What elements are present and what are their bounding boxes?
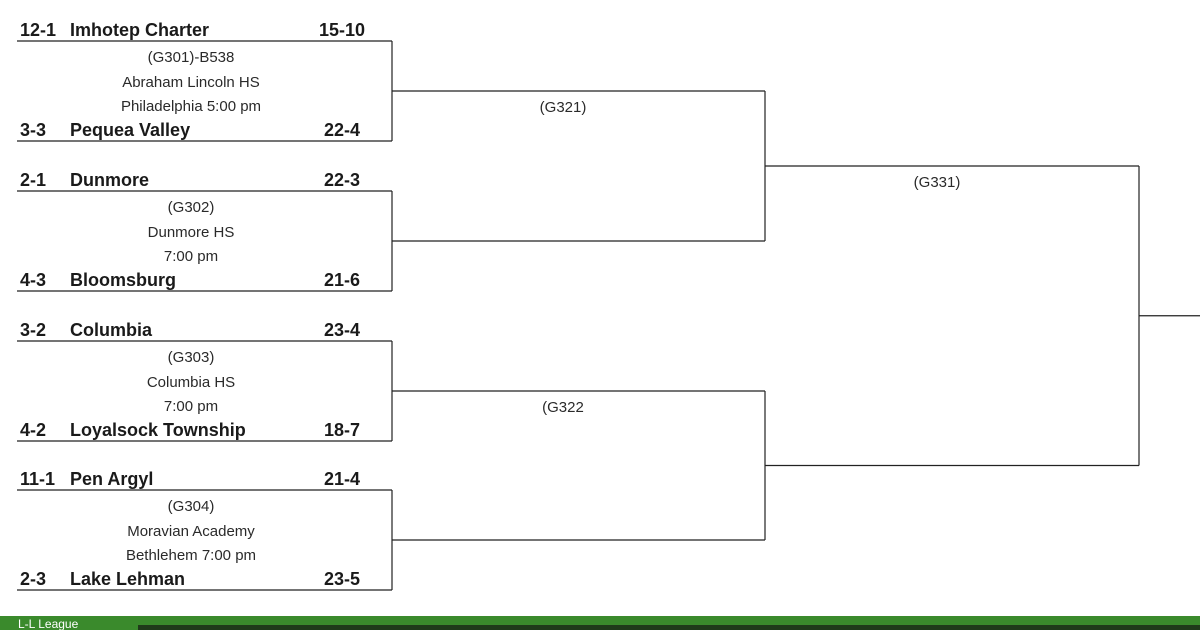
game-info-line: (G302) <box>168 199 215 216</box>
team-record: 18-7 <box>324 420 360 440</box>
final-game-label: (G331) <box>914 174 961 191</box>
bracket: 12-1 Imhotep Charter 15-10 (G301)-B538Abrah… <box>17 20 1200 591</box>
team-seed: 4-3 <box>20 270 46 290</box>
game-info-line: 7:00 pm <box>164 398 218 415</box>
team-record: 22-4 <box>324 120 360 140</box>
team-name: Pequea Valley <box>70 120 190 140</box>
team-seed: 4-2 <box>20 420 46 440</box>
game-info-line: 7:00 pm <box>164 248 218 265</box>
game-info-line: Bethlehem 7:00 pm <box>126 547 256 564</box>
team-name: Loyalsock Township <box>70 420 246 440</box>
team-seed: 3-2 <box>20 320 46 340</box>
game-info-line: Moravian Academy <box>127 523 255 540</box>
footer-bar <box>138 625 1200 630</box>
team-name: Imhotep Charter <box>70 20 209 40</box>
team-record: 22-3 <box>324 170 360 190</box>
team-name: Columbia <box>70 320 153 340</box>
team-seed: 2-1 <box>20 170 46 190</box>
game-info-line: Philadelphia 5:00 pm <box>121 98 261 115</box>
bracket-lines <box>17 40 1200 591</box>
team-name: Lake Lehman <box>70 569 185 589</box>
team-seed: 2-3 <box>20 569 46 589</box>
game-info-line: (G304) <box>168 498 215 515</box>
team-name: Pen Argyl <box>70 469 153 489</box>
game-info-line: (G301)-B538 <box>148 49 235 66</box>
league-footer-banner: L-L League <box>0 616 1200 630</box>
team-seed: 3-3 <box>20 120 46 140</box>
game-info-line: Abraham Lincoln HS <box>122 74 260 91</box>
team-seed: 11-1 <box>20 469 55 489</box>
team-name: Dunmore <box>70 170 149 190</box>
league-footer-label: L-L League <box>18 617 79 630</box>
game-info-line: Columbia HS <box>147 374 235 391</box>
team-seed: 12-1 <box>20 20 56 40</box>
team-record: 15-10 <box>319 20 365 40</box>
semifinal-game-label: (G322 <box>542 399 584 416</box>
team-record: 21-4 <box>324 469 360 489</box>
team-record: 23-4 <box>324 320 360 340</box>
team-name: Bloomsburg <box>70 270 176 290</box>
game-info-line: (G303) <box>168 349 215 366</box>
semifinal-game-label: (G321) <box>540 99 587 116</box>
bracket-labels: 12-1 Imhotep Charter 15-10 (G301)-B538Abrah… <box>20 20 960 589</box>
team-record: 21-6 <box>324 270 360 290</box>
team-record: 23-5 <box>324 569 360 589</box>
game-info-line: Dunmore HS <box>148 224 235 241</box>
